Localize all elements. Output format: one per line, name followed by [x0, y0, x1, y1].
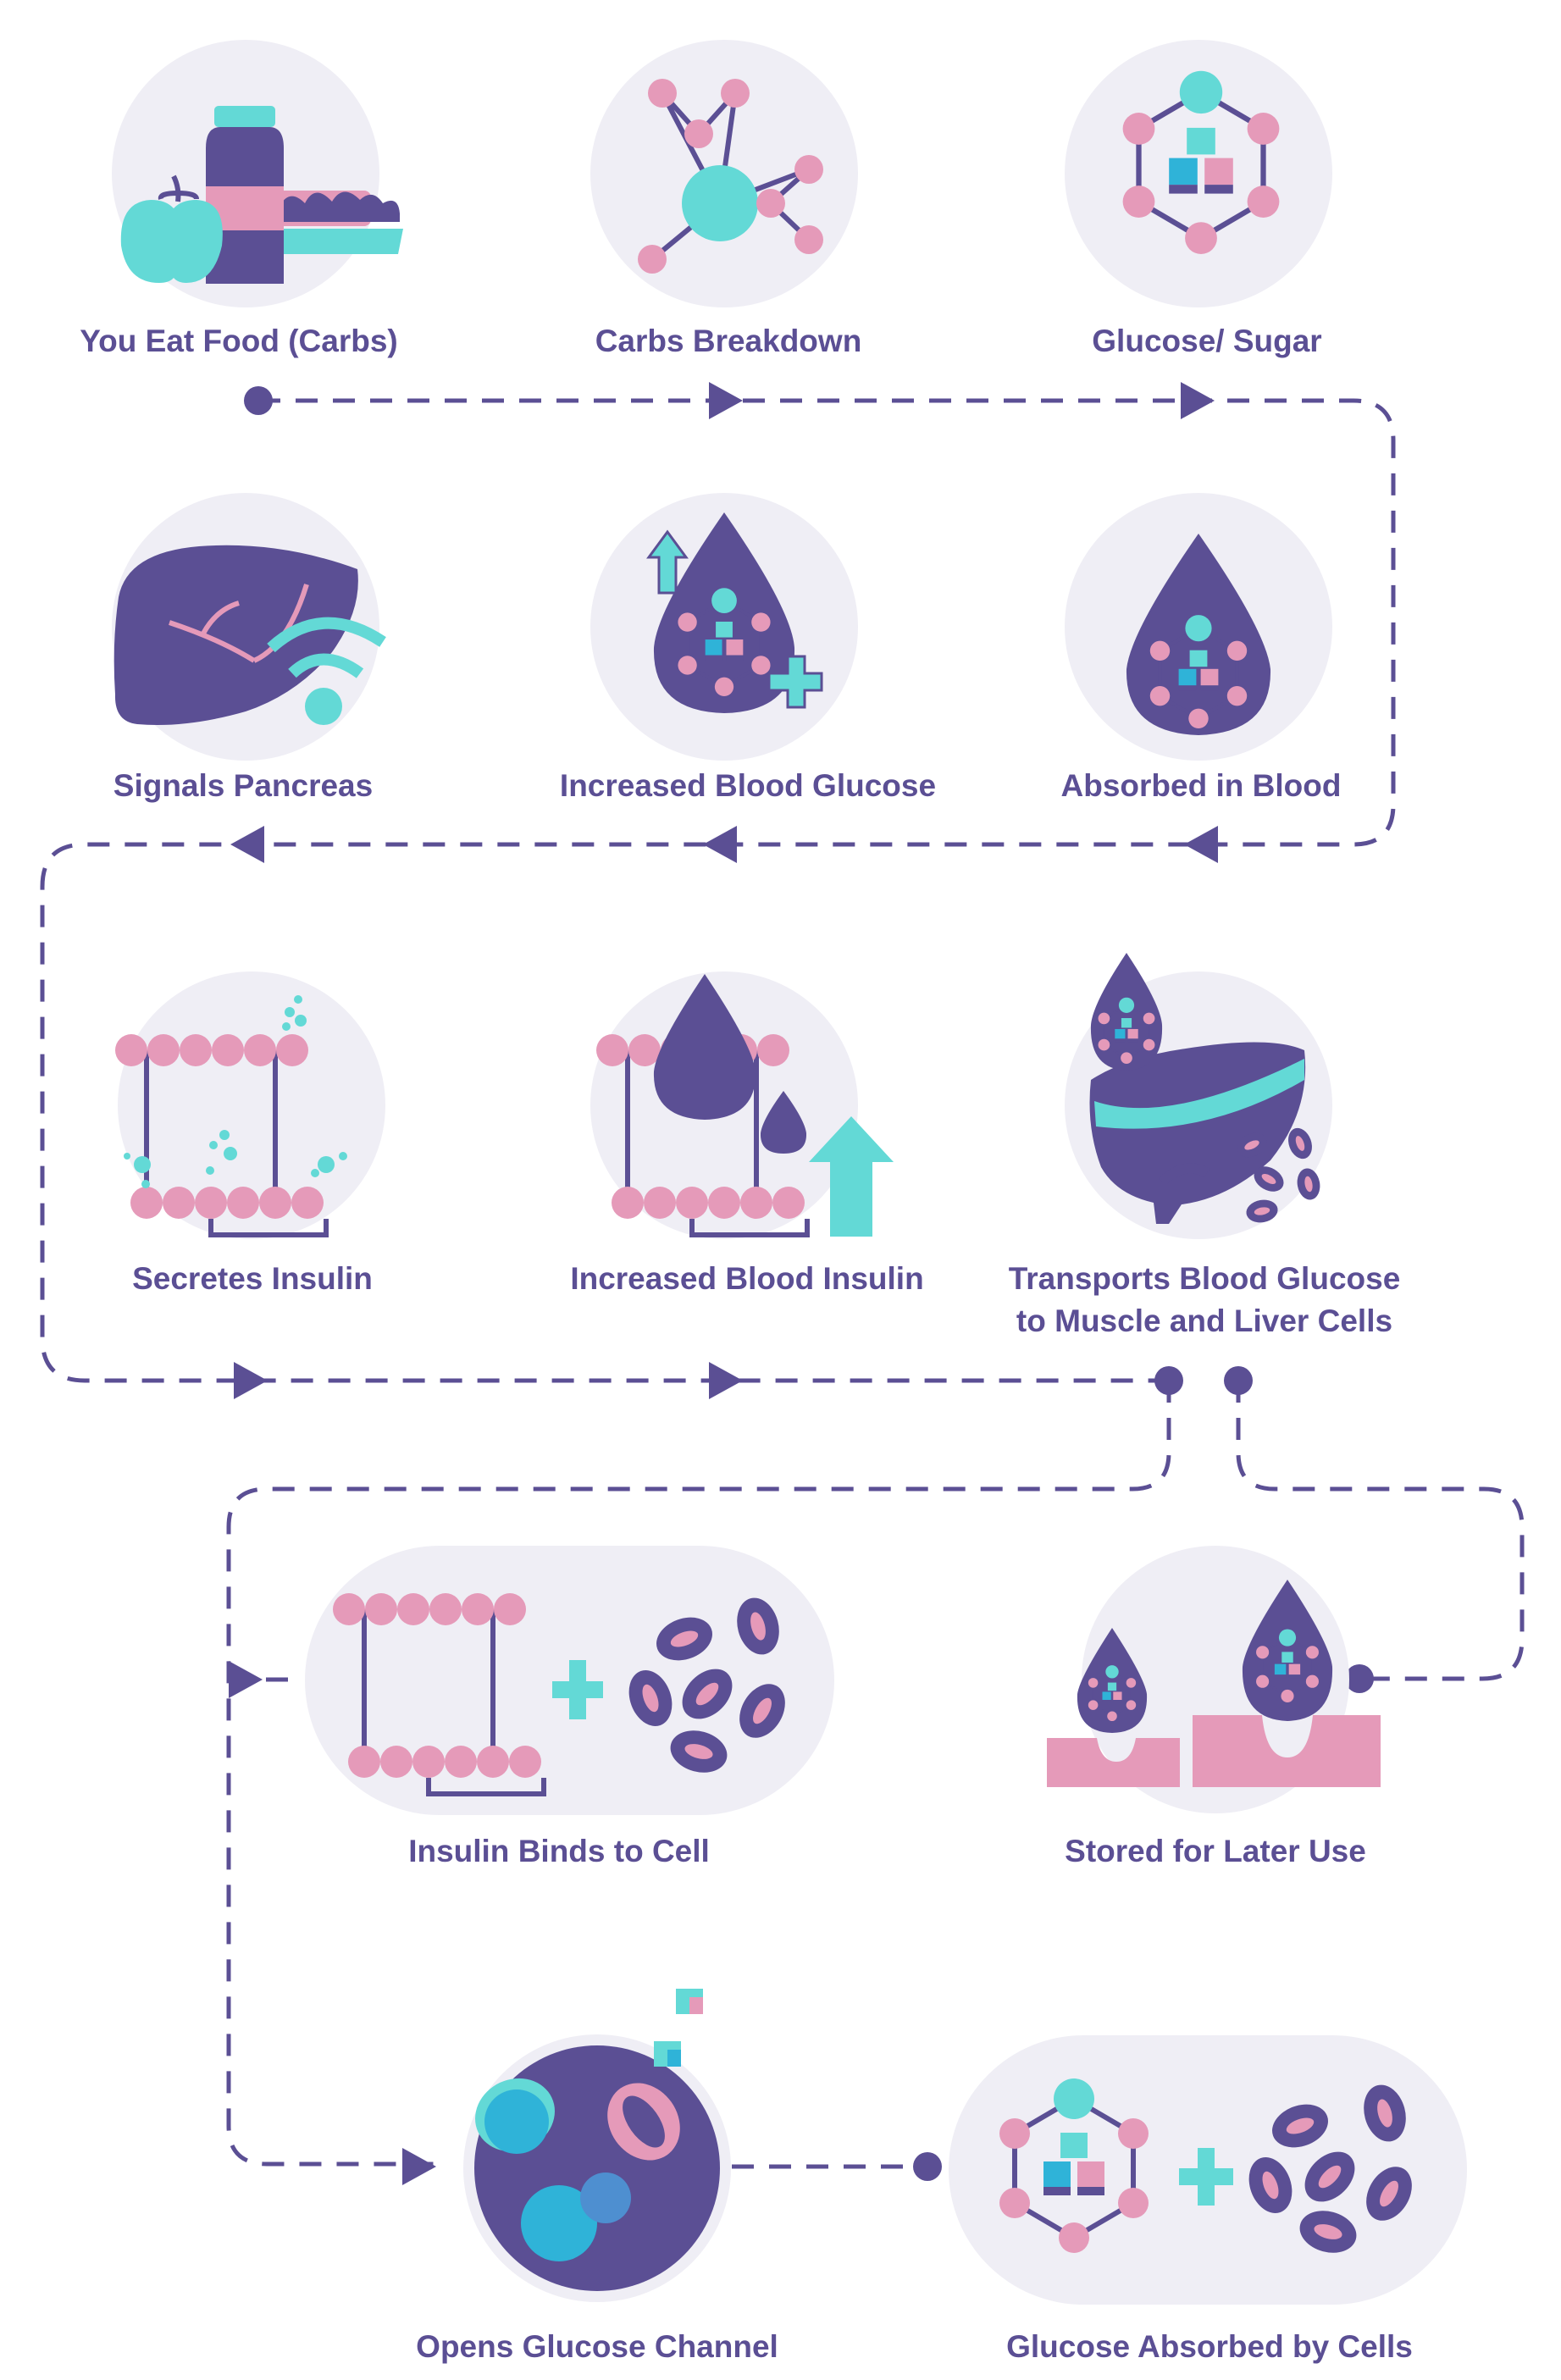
- storage-end-dot: [1345, 1664, 1374, 1693]
- blood-drop-glucose-up-icon: [646, 512, 823, 713]
- label-transports-glucose-line1: Transports Blood Glucose: [1009, 1261, 1401, 1296]
- connector-branch-right: [1236, 1381, 1525, 1681]
- label-eat-food: You Eat Food (Carbs): [80, 324, 397, 358]
- molecule-icon: [638, 79, 823, 274]
- insulin-receptor-cells-icon: [333, 1593, 794, 1794]
- label-insulin-binds: Insulin Binds to Cell: [408, 1834, 710, 1868]
- arrow-right-icon: [709, 382, 743, 419]
- label-absorbed-in-blood: Absorbed in Blood: [1061, 768, 1342, 803]
- liver-blood-cells-icon: [1089, 953, 1323, 1226]
- arrow-left-icon: [1184, 826, 1218, 863]
- arrow-right-icon: [709, 1362, 743, 1399]
- food-icon: [120, 106, 403, 284]
- branch-dot-right: [1224, 1366, 1253, 1395]
- label-transports-glucose-line2: to Muscle and Liver Cells: [1016, 1303, 1392, 1338]
- label-carbs-breakdown: Carbs Breakdown: [595, 324, 862, 358]
- absorbed-end-dot: [913, 2152, 942, 2181]
- liver-signal-icon: [113, 545, 386, 725]
- label-secretes-insulin: Secretes Insulin: [132, 1261, 373, 1296]
- membrane-secretion-icon: [115, 995, 347, 1235]
- label-increased-blood-insulin: Increased Blood Insulin: [570, 1261, 923, 1296]
- label-increased-blood-glucose: Increased Blood Glucose: [560, 768, 936, 803]
- flow-arrows: [229, 382, 1374, 2185]
- arrow-left-icon: [230, 826, 264, 863]
- connector-branch-left: [226, 1381, 1171, 2167]
- label-glucose-sugar: Glucose/ Sugar: [1092, 324, 1321, 358]
- glucose-storage-icon: [1047, 1580, 1381, 1787]
- membrane-drop-up-icon: [596, 974, 894, 1237]
- arrow-right-icon: [229, 1661, 263, 1698]
- glucose-cells-icon: [999, 2078, 1421, 2259]
- arrow-right-icon: [234, 1362, 268, 1399]
- label-glucose-absorbed: Glucose Absorbed by Cells: [1006, 2329, 1413, 2364]
- cell-channel-icon: [474, 1989, 720, 2291]
- connector-row1: [40, 398, 1396, 1383]
- flow-start-dot: [244, 386, 273, 415]
- arrow-right-icon: [402, 2148, 436, 2185]
- arrow-right-icon: [1181, 382, 1215, 419]
- branch-dot-left: [1154, 1366, 1183, 1395]
- label-stored-later: Stored for Later Use: [1065, 1834, 1366, 1868]
- blood-drop-glucose-icon: [1126, 534, 1271, 735]
- label-opens-channel: Opens Glucose Channel: [416, 2329, 778, 2364]
- arrow-left-icon: [703, 826, 737, 863]
- step-labels: You Eat Food (Carbs) Carbs Breakdown Glu…: [80, 324, 1413, 2364]
- label-signals-pancreas: Signals Pancreas: [113, 768, 373, 803]
